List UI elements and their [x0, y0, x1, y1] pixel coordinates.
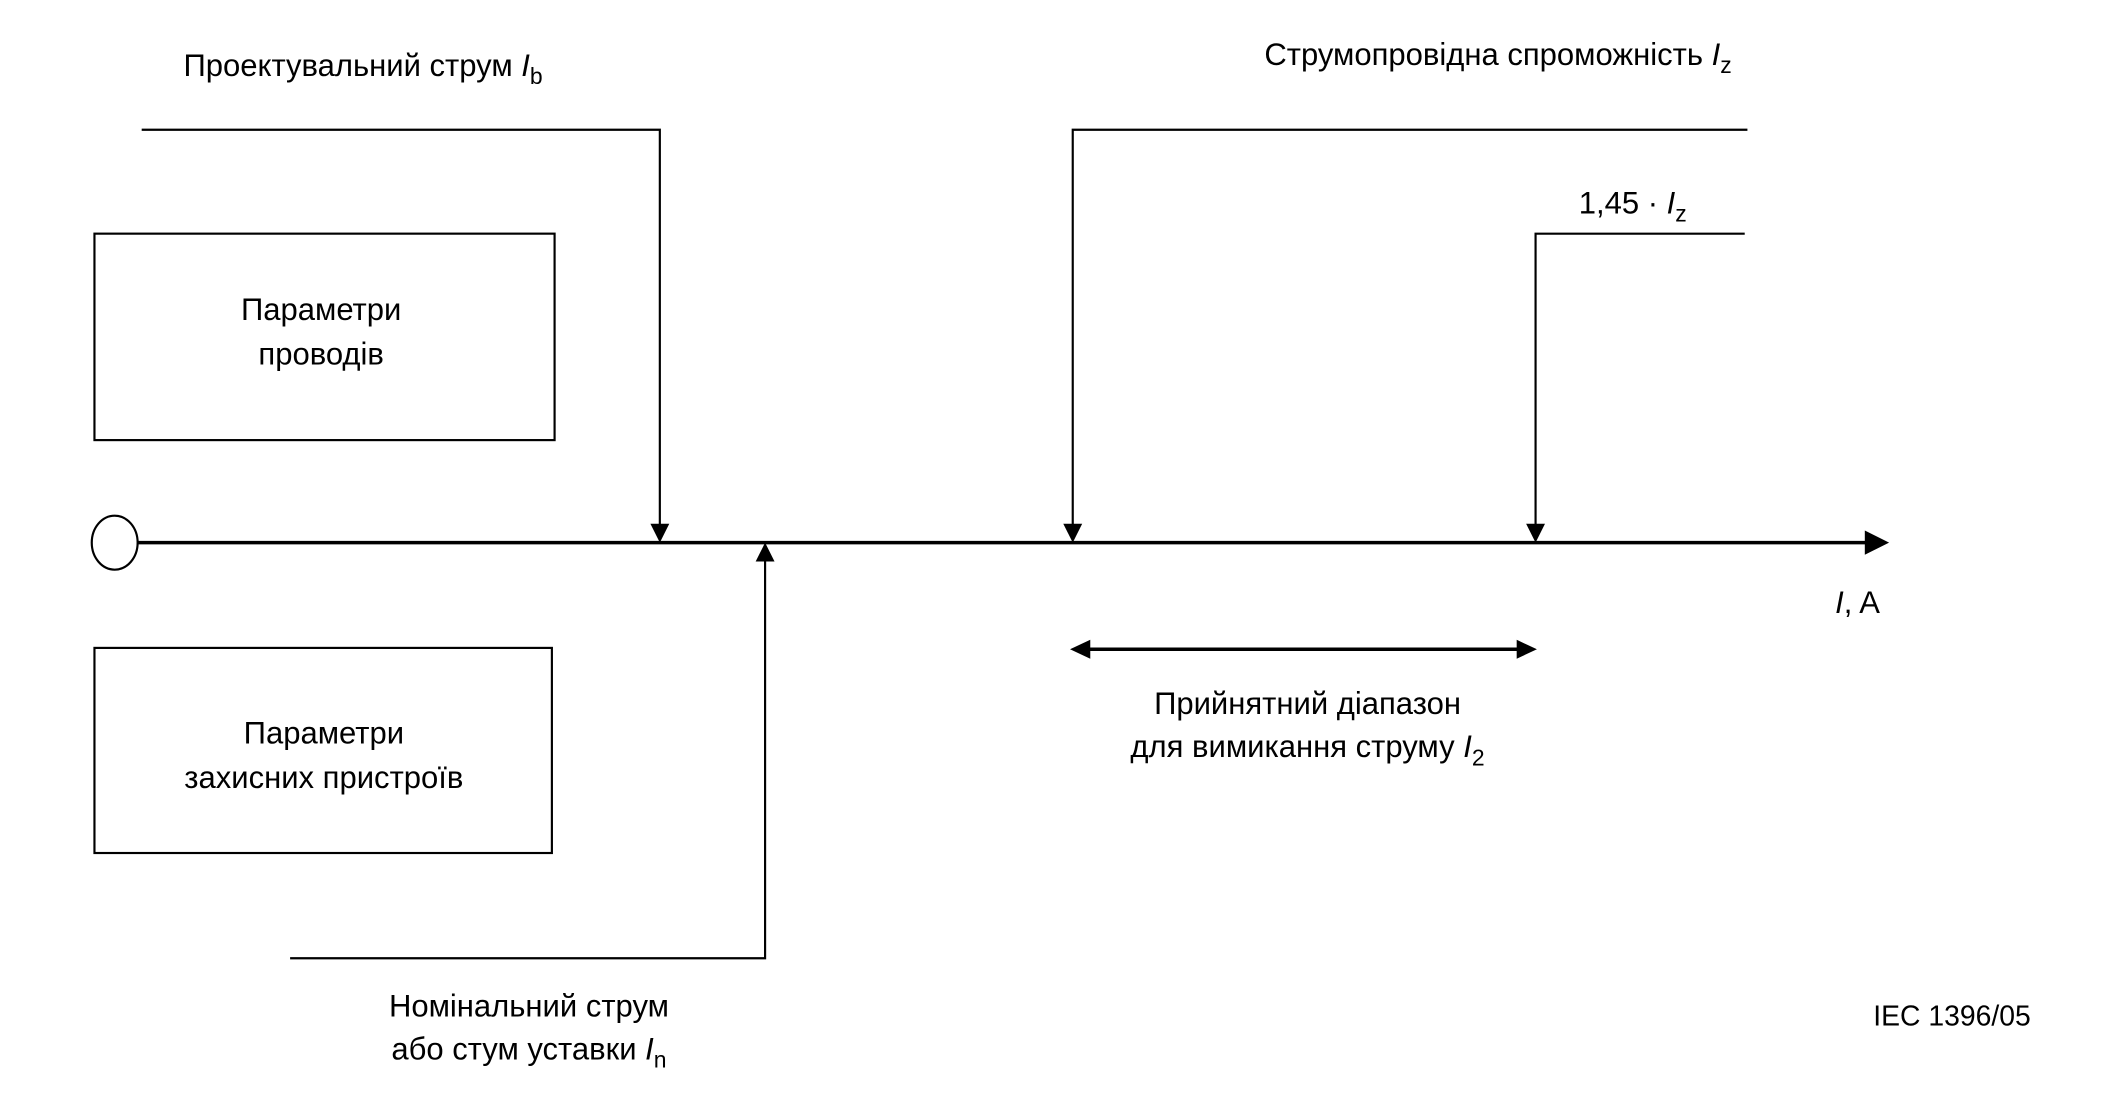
nominal-current-line2: або стум уставки In [391, 1031, 666, 1072]
acceptable-range-line2: для вимикання струму I2 [1130, 729, 1484, 770]
wire-parameters-line2: проводів [258, 337, 383, 372]
nominal-current-leader [290, 558, 767, 960]
range-arrowhead-right [1516, 639, 1537, 659]
factor-label: 1,45 · Iz [1579, 185, 1687, 226]
acceptable-range-line1: Прийнятний діапазон [1154, 686, 1461, 721]
protective-devices-line2: захисних пристроїв [184, 760, 463, 795]
wire-parameters-line1: Параметри [241, 292, 401, 327]
nominal-current-arrowhead [755, 542, 775, 562]
design-current-label: Проектувальний струм Ib [184, 48, 543, 89]
nominal-current-line1: Номінальний струм [389, 988, 669, 1023]
design-current-leader [141, 128, 661, 530]
axis-label: I, A [1835, 585, 1880, 620]
carrying-capacity-arrowhead [1063, 523, 1083, 543]
protective-devices-line1: Параметри [244, 716, 404, 751]
protective-devices-box [93, 646, 553, 855]
wire-parameters-box [93, 232, 556, 442]
origin-circle [90, 514, 139, 571]
factor-arrowhead [1526, 523, 1546, 543]
range-arrowhead-left [1070, 639, 1091, 659]
figure-id: IEC 1396/05 [1873, 1001, 2031, 1033]
axis-arrowhead [1864, 530, 1890, 555]
design-current-arrowhead [650, 523, 670, 543]
carrying-capacity-leader [1071, 128, 1748, 530]
carrying-capacity-label: Струмопровідна спроможність Iz [1264, 37, 1731, 78]
factor-leader [1534, 232, 1745, 530]
